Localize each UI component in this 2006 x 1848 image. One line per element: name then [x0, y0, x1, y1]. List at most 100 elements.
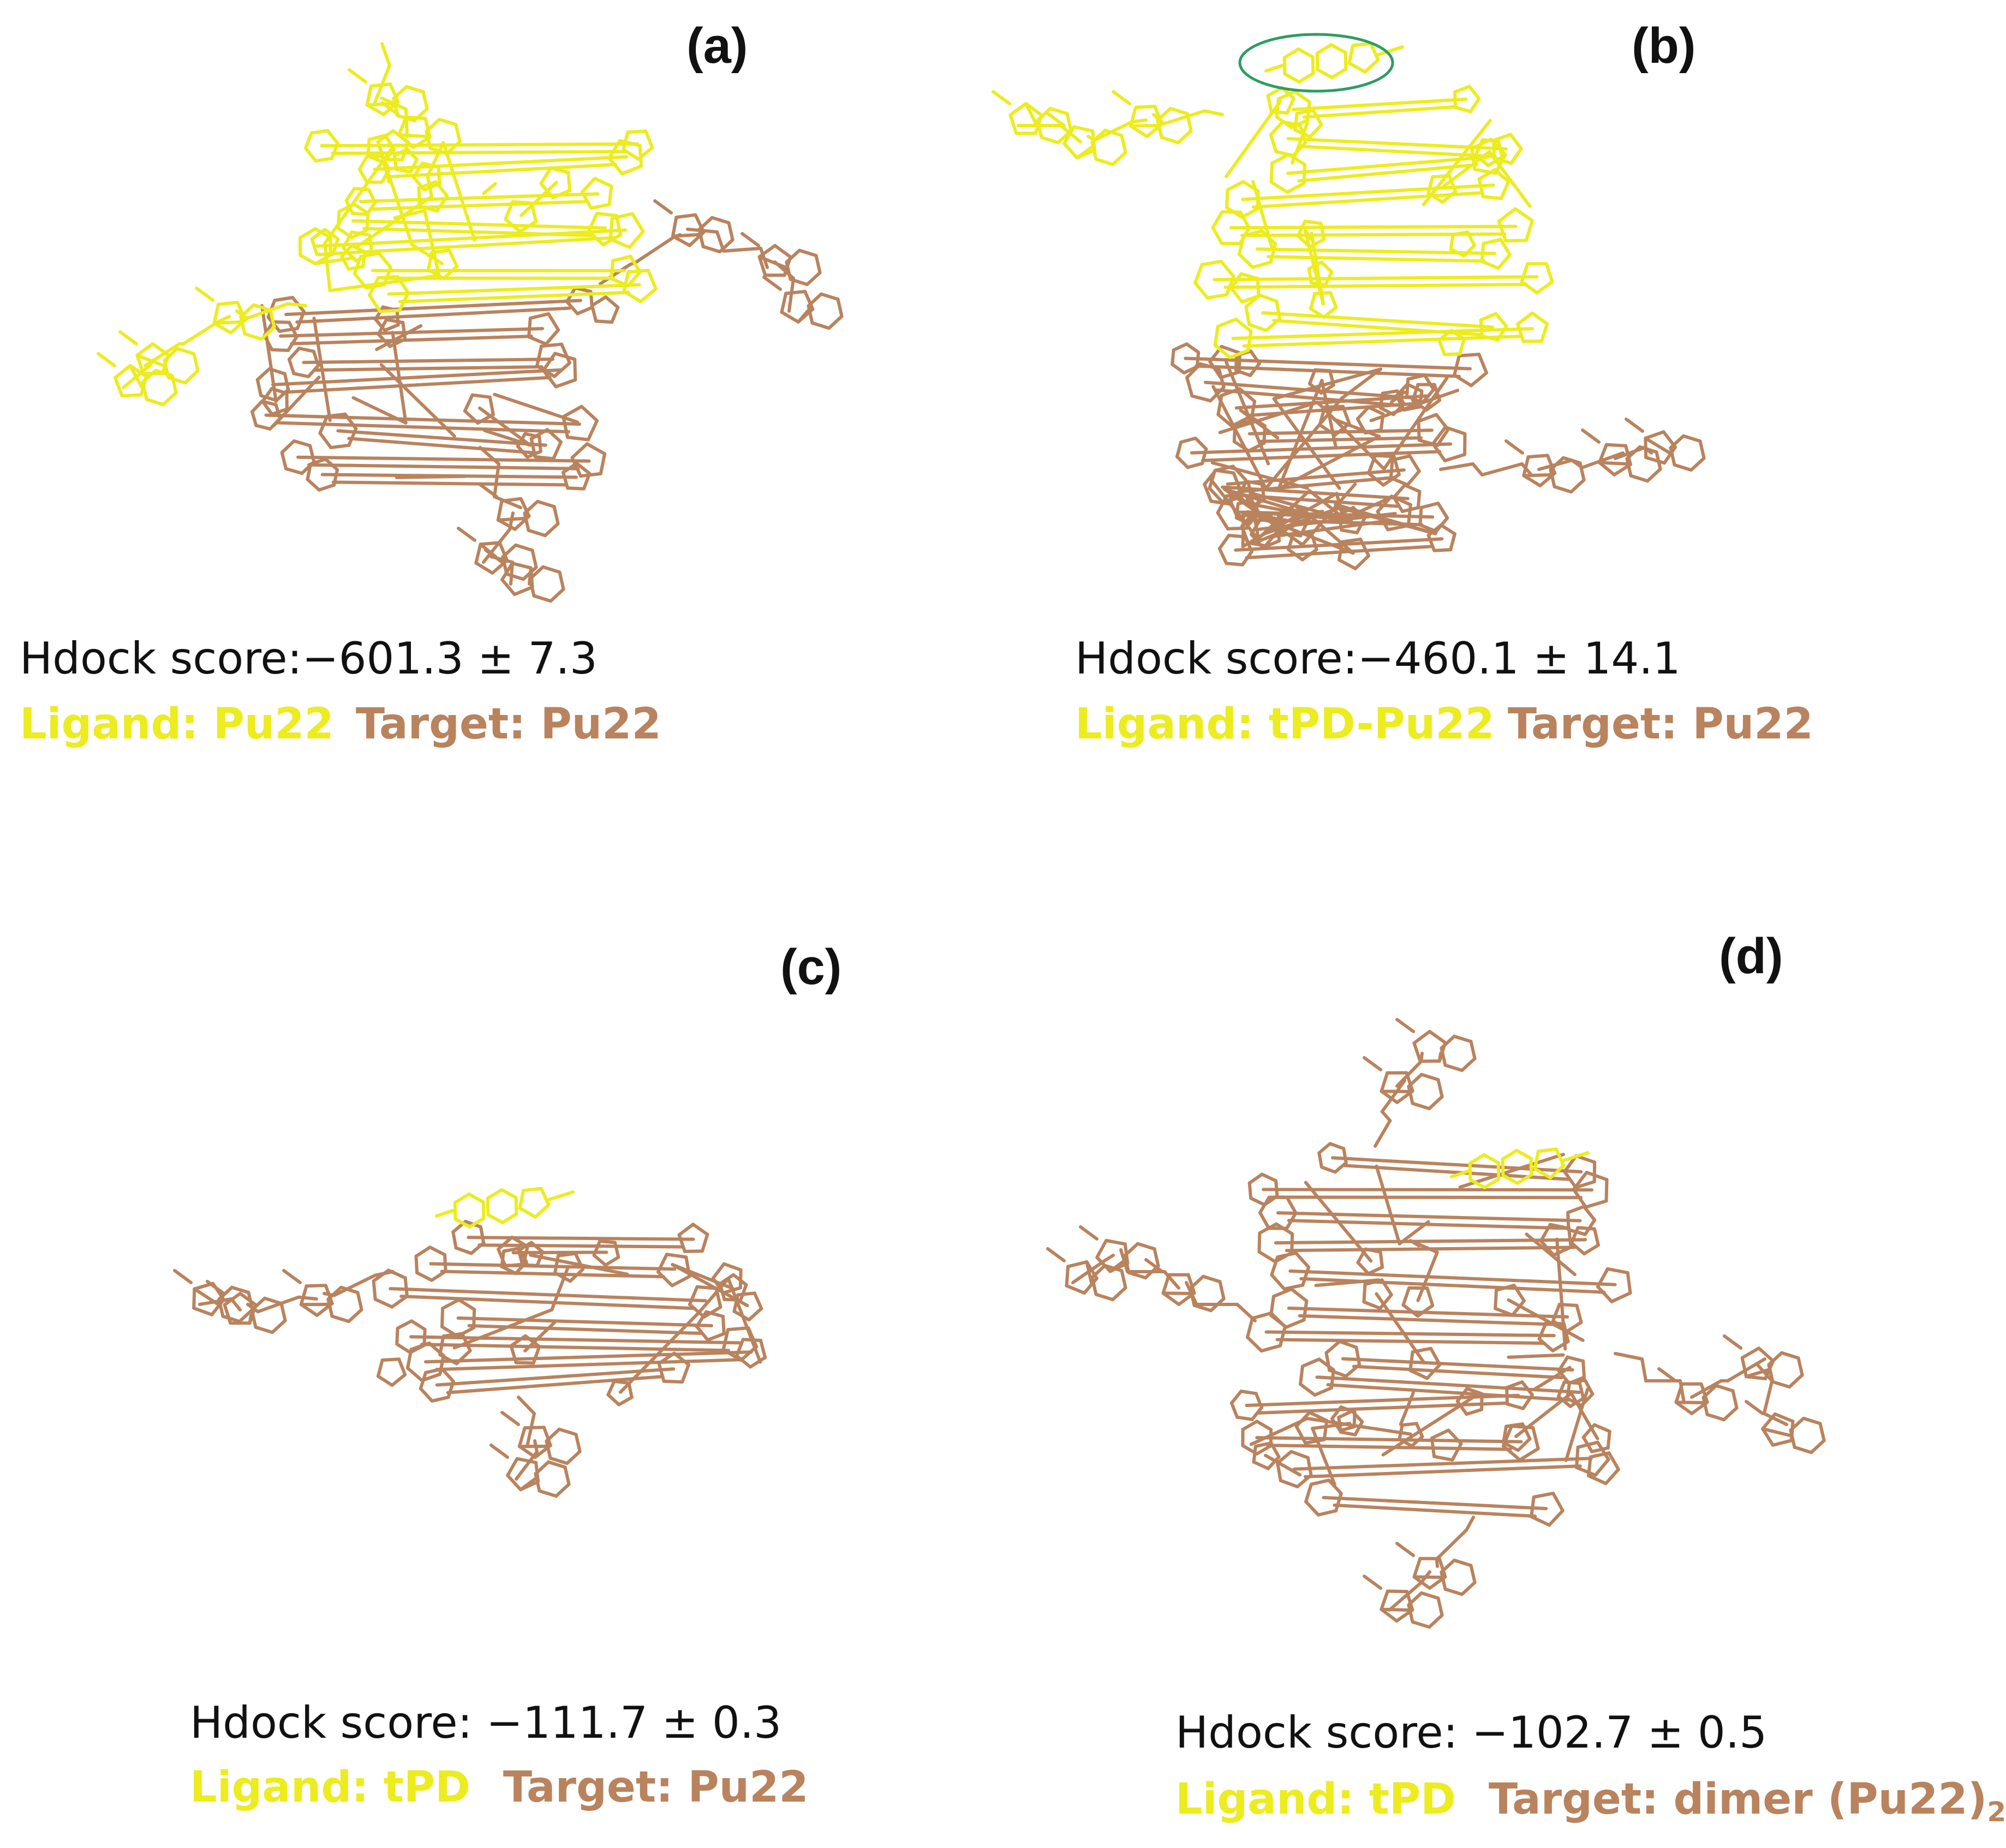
bond — [500, 1188, 518, 1200]
bond — [1480, 242, 1485, 263]
bond — [446, 1375, 665, 1394]
bond — [604, 295, 620, 309]
bond — [1701, 1396, 1709, 1416]
bond — [454, 123, 462, 144]
bond — [1219, 370, 1241, 379]
bond — [718, 1273, 735, 1286]
bond — [550, 1265, 570, 1312]
bond — [1282, 47, 1300, 59]
bond — [1390, 494, 1412, 506]
bond — [114, 376, 124, 398]
bond — [323, 228, 340, 241]
bond — [1266, 1455, 1281, 1470]
bond — [1274, 1222, 1294, 1236]
bond — [1300, 1357, 1321, 1368]
bond — [1439, 523, 1456, 536]
bond — [1303, 1464, 1582, 1479]
bond — [735, 1338, 745, 1358]
bond — [1440, 1570, 1447, 1591]
bond — [1356, 406, 1370, 421]
bond — [1153, 104, 1163, 126]
bond — [1437, 329, 1453, 342]
bond — [1237, 252, 1255, 269]
bond — [1557, 1355, 1569, 1373]
bond — [1225, 360, 1270, 466]
bond — [217, 1285, 234, 1301]
bond — [287, 347, 301, 361]
bond — [1303, 219, 1323, 225]
bond — [1144, 1264, 1160, 1280]
bond — [1287, 153, 1306, 166]
bond — [1342, 498, 1388, 521]
panel-d-target-structure — [1046, 1018, 1826, 1629]
bond — [405, 147, 419, 162]
bond — [1156, 106, 1172, 122]
bond — [528, 566, 533, 586]
bond — [401, 321, 407, 341]
bond — [523, 1426, 546, 1430]
bond — [320, 142, 640, 147]
bond — [1771, 1380, 1792, 1389]
bond — [351, 212, 369, 216]
bond — [701, 245, 722, 254]
bond — [1395, 1018, 1415, 1033]
bond — [762, 276, 782, 291]
bond — [259, 394, 278, 402]
bond — [1244, 305, 1251, 326]
bond — [1440, 1034, 1456, 1050]
bond — [726, 1277, 762, 1364]
bond — [395, 1342, 412, 1355]
bond — [1246, 1336, 1263, 1353]
bond — [1408, 1369, 1429, 1380]
bond — [519, 497, 531, 518]
bond — [1500, 180, 1511, 200]
bond — [522, 1187, 543, 1193]
bond — [562, 462, 578, 474]
bond — [368, 276, 380, 297]
bond — [1363, 1278, 1384, 1286]
bond — [1458, 337, 1466, 356]
bond — [357, 168, 369, 184]
bond — [369, 200, 589, 211]
bond — [599, 263, 631, 285]
panel-b-highlight-ellipse — [1238, 33, 1394, 93]
bond — [1193, 281, 1209, 300]
bond — [1315, 43, 1333, 55]
bond — [1108, 1259, 1126, 1273]
bond — [544, 522, 560, 538]
bond — [422, 1327, 427, 1347]
bond — [374, 305, 385, 321]
bond — [1286, 155, 1490, 175]
bond — [1353, 1420, 1364, 1436]
bond — [735, 1354, 752, 1369]
bond — [313, 228, 628, 248]
bond — [1079, 1225, 1098, 1241]
bond — [523, 432, 541, 439]
bond — [554, 1482, 571, 1498]
bond — [618, 139, 642, 147]
bond — [420, 162, 440, 169]
bond — [1468, 1161, 1472, 1182]
bond — [1496, 253, 1512, 270]
bond — [1644, 430, 1665, 440]
bond — [1264, 317, 1282, 332]
bond — [1673, 463, 1693, 472]
bond — [1757, 1346, 1775, 1363]
bond — [1469, 1040, 1477, 1060]
bond — [562, 470, 570, 490]
bond — [261, 400, 274, 416]
bond — [1273, 1195, 1583, 1200]
panel-c-score: Hdock score: −111.7 ± 0.3 — [190, 1697, 782, 1748]
bond — [539, 1187, 551, 1207]
bond — [250, 1296, 266, 1312]
bond — [1575, 1304, 1583, 1324]
bond — [1548, 1509, 1565, 1527]
bond — [1215, 388, 1401, 407]
bond — [1305, 1417, 1412, 1436]
bond — [1226, 180, 1245, 192]
bond — [548, 1456, 569, 1465]
bond — [145, 397, 165, 407]
bond — [545, 1427, 561, 1443]
bond — [1428, 1613, 1444, 1629]
bond — [310, 237, 319, 257]
